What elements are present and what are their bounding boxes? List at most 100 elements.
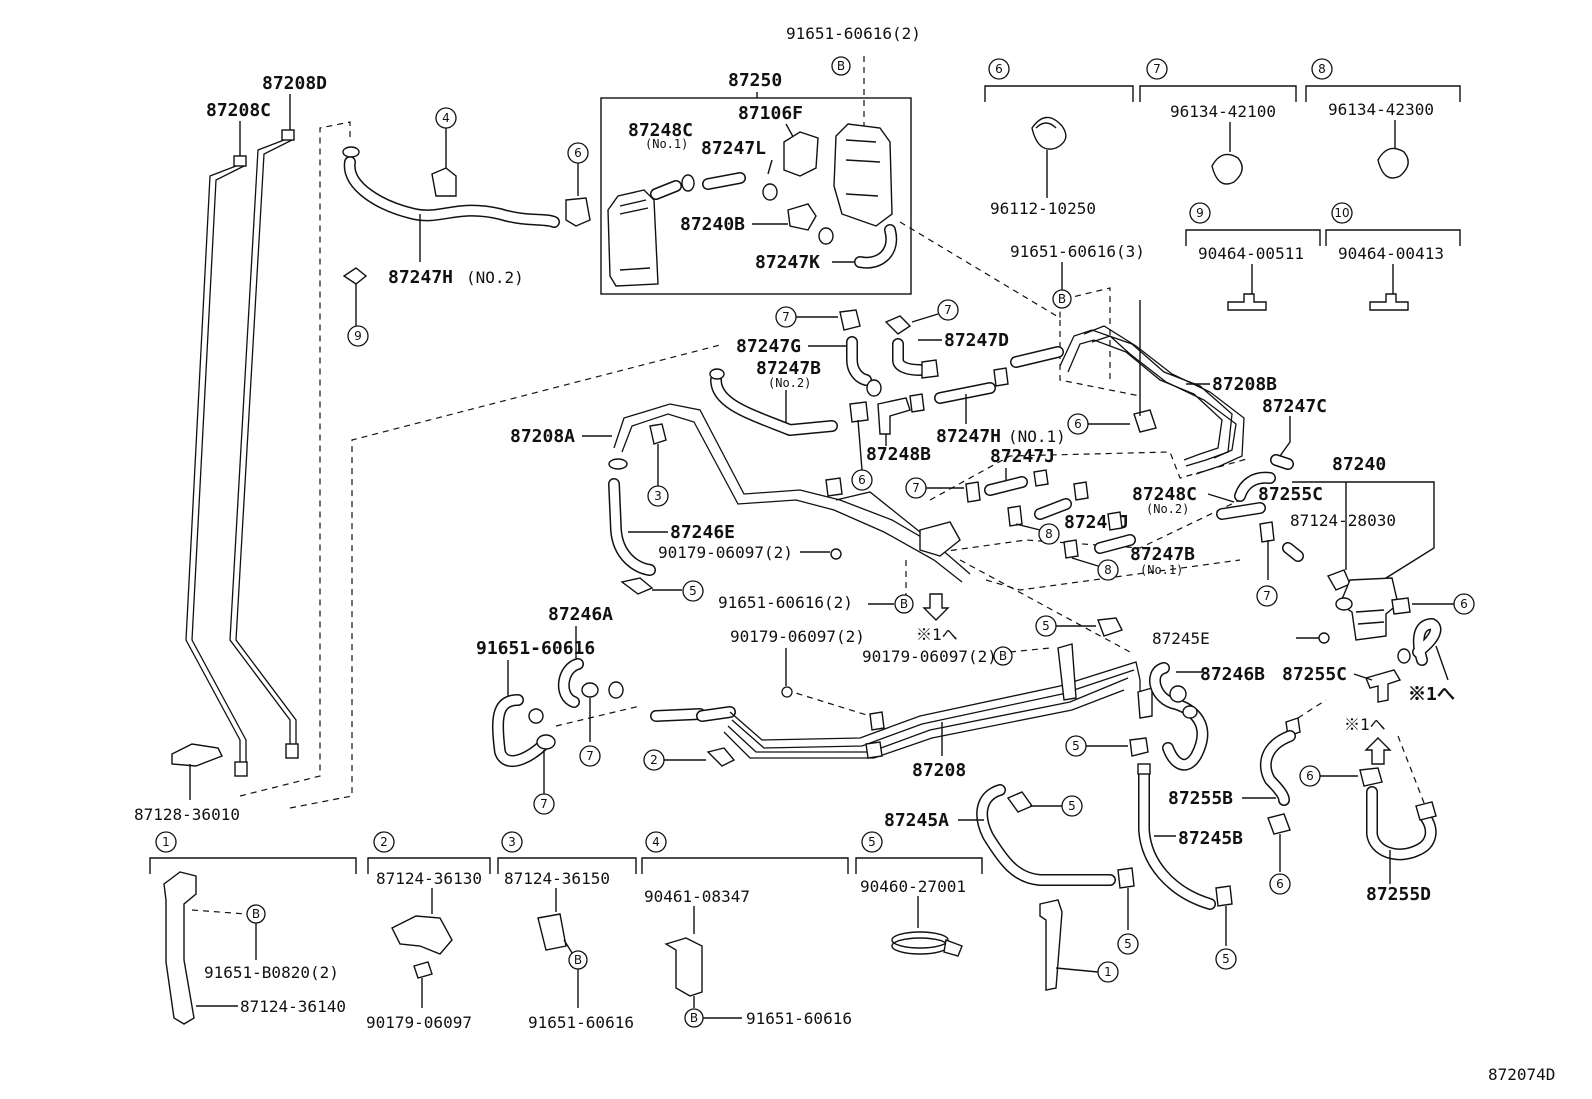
- callout-87247K: 87247K: [755, 252, 820, 273]
- clip-part: [839, 309, 861, 331]
- pipe-87208a: 87208A 3: [510, 403, 971, 583]
- callout-87248C-no2: 87248C: [1132, 484, 1197, 505]
- hose-87255b-87255d: 87255B 6 6 87255D: [1168, 717, 1437, 905]
- marker-7-text: 7: [912, 481, 920, 495]
- pipe-cap: [281, 129, 295, 141]
- callout-87255D: 87255D: [1366, 884, 1431, 905]
- kit-box-5: 5 90460-27001: [855, 831, 983, 957]
- marker-6: [1269, 873, 1291, 895]
- hose-clamp-part: [1006, 791, 1034, 813]
- clip-part: [342, 267, 368, 285]
- callout-87245B: 87245B: [1178, 828, 1243, 849]
- center-hose-group: 7 7 87247G 87247D 87247B (No.2) 87248B 6: [709, 299, 1066, 491]
- down-arrow: [922, 593, 950, 621]
- t-joint-87248b: [877, 397, 911, 435]
- t-joint-part: [787, 203, 817, 231]
- kit-box-4: 4 90461-08347 B 91651-60616: [641, 831, 852, 1028]
- clip-part: [1137, 687, 1153, 719]
- kit-box-6: 6 96112-10250: [984, 58, 1134, 218]
- clamp-screw: [943, 939, 963, 957]
- hose-clamp-part: [608, 681, 624, 699]
- clip-part: [1133, 409, 1157, 433]
- kit-box-9: 9 90464-00511: [1185, 202, 1321, 311]
- clamp-bracket: [163, 871, 197, 1025]
- callout-87245A: 87245A: [884, 810, 949, 831]
- callout-96112-10250: 96112-10250: [990, 199, 1096, 218]
- kit-box-8: 8 96134-42300: [1305, 58, 1461, 179]
- callout-87240B: 87240B: [680, 214, 745, 235]
- marker-9-text: 9: [1196, 206, 1204, 220]
- marker-7-text: 7: [944, 303, 952, 317]
- hose-clamp-part: [1117, 867, 1135, 889]
- hose-clamp-part: [818, 227, 834, 245]
- hose-clamp-part: [1397, 648, 1411, 664]
- callout-90464-00413: 90464-00413: [1338, 244, 1444, 263]
- kit-box-10: 10 90464-00413: [1325, 202, 1461, 311]
- marker-4-text: 4: [652, 835, 660, 849]
- hose-clamp-part: [921, 359, 939, 379]
- marker-6-text: 6: [995, 62, 1003, 76]
- hose-clamp-part: [1215, 885, 1233, 907]
- marker-5: [1117, 933, 1139, 955]
- marker-9-text: 9: [354, 329, 362, 343]
- marker-6-text: 6: [1074, 417, 1082, 431]
- callout-91651-60616-b3: 91651-60616: [528, 1013, 634, 1032]
- callout-no1-c: (No.1): [1140, 563, 1183, 577]
- callout-90179-06097-2a: 90179-06097(2): [658, 543, 793, 562]
- callout-87246B: 87246B: [1200, 664, 1265, 685]
- callout-no2-b: (No.2): [768, 376, 811, 390]
- marker-5-text: 5: [868, 835, 876, 849]
- callout-87247D: 87247D: [944, 330, 1009, 351]
- heater-unit-assembly: 91651-60616(2) B 87250 87106F 87248C (No…: [600, 24, 921, 295]
- clip-part: [825, 477, 843, 497]
- marker-3: [501, 831, 523, 853]
- bolt-marker-text: B: [690, 1011, 698, 1025]
- hose-clamp-part: [709, 368, 725, 380]
- hose-clamp-part: [1415, 801, 1437, 821]
- callout-90179-06097-2b: 90179-06097(2): [730, 627, 865, 646]
- marker-4: [645, 831, 667, 853]
- marker-7: [1146, 58, 1168, 80]
- hose-clamp-part: [1391, 597, 1411, 615]
- marker-1-text: 1: [162, 835, 170, 849]
- hose-87246e: 87246E 5 90179-06097(2): [608, 458, 842, 602]
- callout-87248B-b: 87255C: [1282, 664, 1347, 685]
- marker-8-text: 8: [1045, 527, 1053, 541]
- bracket-part: [1039, 899, 1063, 991]
- marker-7-text: 7: [540, 797, 548, 811]
- water-valve-87240: 87240 87124-28030 6 87245E ※1へ 87255C: [1152, 454, 1475, 705]
- hose-clamp-part: [1063, 539, 1079, 559]
- callout-90179-06097: 90179-06097: [366, 1013, 472, 1032]
- callout-96134-42300: 96134-42300: [1328, 100, 1434, 119]
- marker-6-text: 6: [574, 146, 582, 160]
- marker-6-text: 6: [858, 473, 866, 487]
- hose-clamp-part: [1169, 685, 1187, 703]
- hose-clamp-part: [1259, 521, 1275, 543]
- callout-87124-28030: 87124-28030: [1290, 511, 1396, 530]
- hose-clamp-part: [1129, 737, 1149, 757]
- clip-part: [706, 747, 736, 767]
- pipe-junction: [919, 521, 961, 557]
- pipe-87208: 87208 90179-06097(2) 2: [643, 627, 1153, 781]
- marker-5-text: 5: [1222, 952, 1230, 966]
- nut-part: [781, 686, 793, 698]
- hose-clamp-part: [866, 379, 882, 397]
- hose-clamp-part: [1182, 705, 1198, 719]
- hose-clamp-part: [620, 577, 654, 595]
- marker-5: [1215, 948, 1237, 970]
- callout-no1-a: (No.1): [645, 137, 688, 151]
- dashed-guides: [555, 221, 1427, 809]
- hose-clamp-part: [528, 708, 544, 724]
- callout-91651-B0820-2: 91651-B0820(2): [204, 963, 339, 982]
- clip-part: [1211, 153, 1243, 185]
- hose-clamp-part: [342, 146, 360, 158]
- hose-clamp-part: [891, 931, 949, 949]
- callout-87255B: 87255B: [1168, 788, 1233, 809]
- hose-clamp-part: [1031, 116, 1067, 150]
- pipe-end: [234, 761, 248, 777]
- pipe-cap: [233, 155, 247, 167]
- t-joint-part: [1365, 669, 1402, 703]
- hose-clamp-part: [565, 197, 591, 227]
- clip-part: [537, 913, 567, 951]
- clip-part: [884, 315, 912, 335]
